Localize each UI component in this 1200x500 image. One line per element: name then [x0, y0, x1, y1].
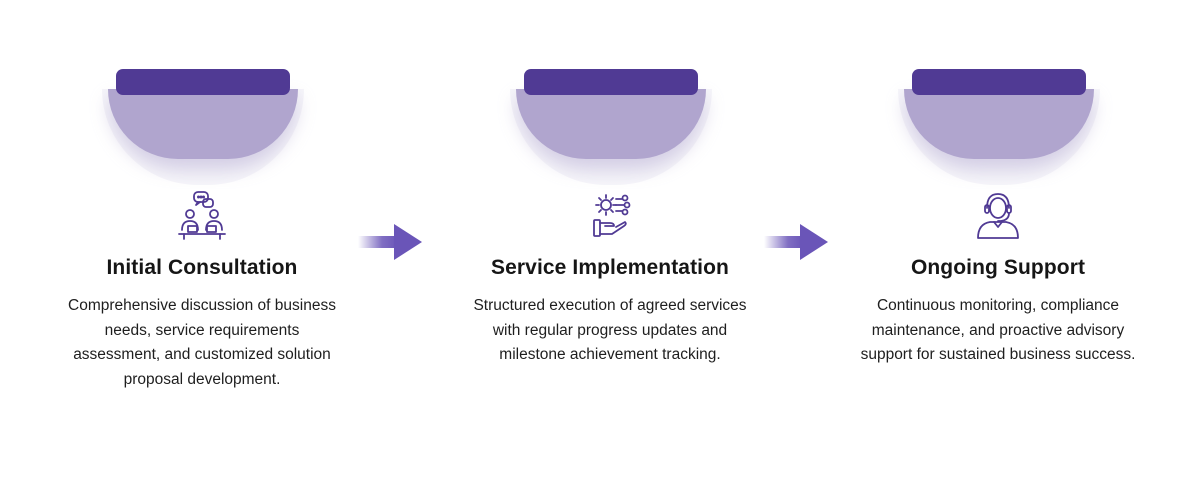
step-description: Structured execution of agreed services … [473, 297, 747, 363]
bowl-shape [904, 89, 1094, 159]
arrow-right-icon [764, 222, 830, 262]
step-service-implementation: Service Implementation Structured execut… [460, 0, 760, 500]
arrow-right-icon [358, 222, 424, 262]
step-initial-consultation: Initial Consultation Comprehensive discu… [52, 0, 352, 500]
header-bar [116, 69, 290, 95]
step-description: Continuous monitoring, compliance mainte… [860, 297, 1136, 363]
step-title: Service Implementation [491, 256, 729, 279]
step-title: Ongoing Support [910, 256, 1086, 279]
step-title: Initial Consultation [106, 256, 298, 279]
header-bar [524, 69, 698, 95]
gear-hand-icon [584, 190, 636, 242]
bowl-shape [108, 89, 298, 159]
consultation-icon [176, 190, 228, 242]
header-bar [912, 69, 1086, 95]
step-ongoing-support: Ongoing Support Continuous monitoring, c… [848, 0, 1148, 500]
step-description: Comprehensive discussion of business nee… [68, 297, 336, 388]
bowl-shape [516, 89, 706, 159]
headset-support-icon [972, 190, 1024, 242]
